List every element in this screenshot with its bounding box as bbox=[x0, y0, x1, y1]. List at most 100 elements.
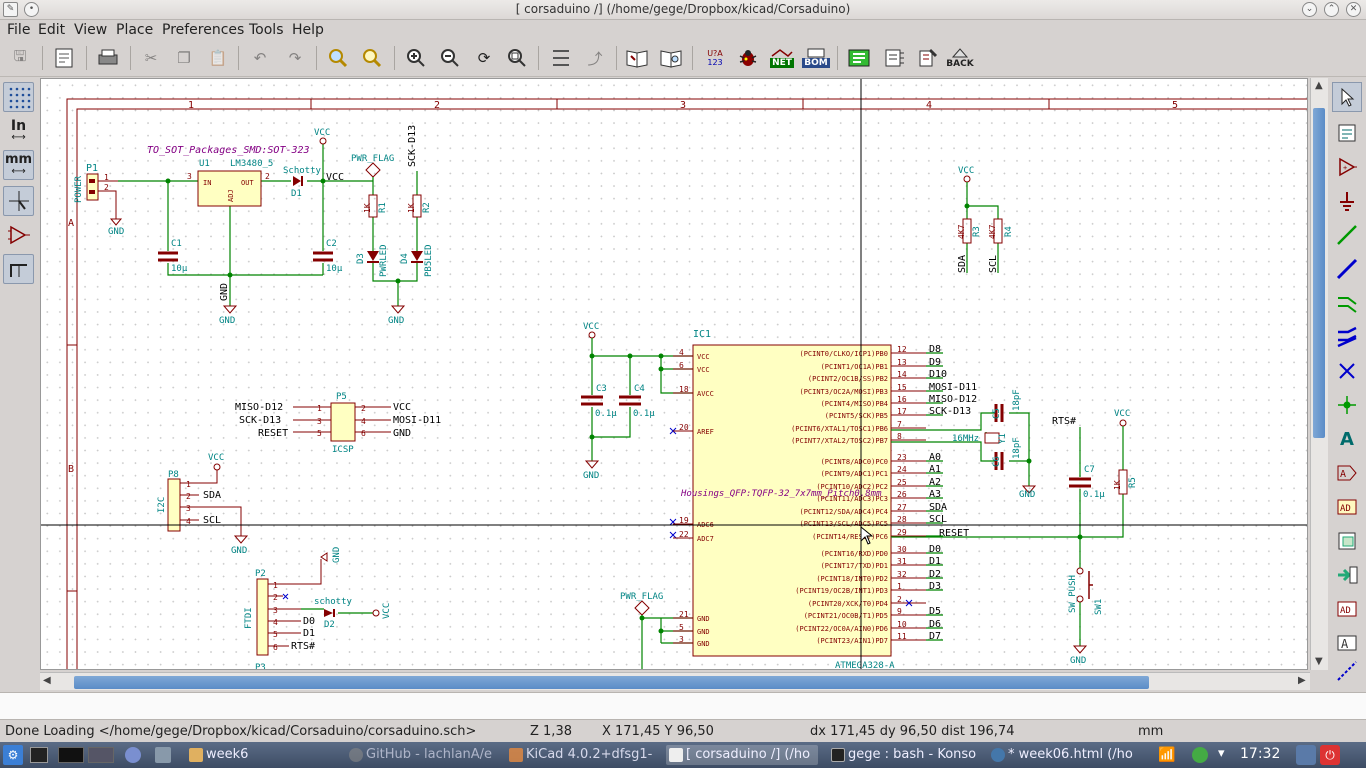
place-bus-icon[interactable] bbox=[1332, 254, 1362, 284]
cut-icon[interactable]: ✂ bbox=[144, 49, 158, 67]
vertical-scroll-thumb[interactable] bbox=[1313, 108, 1325, 438]
regulator-pin-adj: ADJ bbox=[227, 189, 235, 202]
wire-bus-entry-icon[interactable] bbox=[1332, 288, 1362, 318]
redo-icon[interactable]: ↷ bbox=[288, 49, 302, 67]
maximize-icon[interactable]: ⌃ bbox=[1324, 2, 1339, 17]
menu-preferences[interactable]: Preferences bbox=[162, 22, 245, 38]
pcbnew-icon[interactable] bbox=[880, 44, 908, 72]
no-connect-icon[interactable] bbox=[1332, 356, 1362, 386]
schematic-canvas[interactable]: 1 2 3 4 5 A B TO_SOT_Packages_SMD:SOT-32… bbox=[40, 78, 1308, 670]
mcu-pin-name: (PCINT22/OC0A/AIN0)PD6 bbox=[795, 625, 888, 633]
hierarchy-icon[interactable] bbox=[547, 44, 575, 72]
scroll-left-icon[interactable]: ◀ bbox=[43, 675, 51, 686]
place-hier-label-icon[interactable]: AD bbox=[1332, 492, 1362, 522]
scroll-down-icon[interactable]: ▼ bbox=[1315, 656, 1323, 667]
bus-bus-entry-icon[interactable] bbox=[1332, 322, 1362, 352]
lock-screen-icon[interactable] bbox=[1296, 745, 1316, 765]
place-junction-icon[interactable] bbox=[1332, 390, 1362, 420]
menu-file[interactable]: File bbox=[7, 22, 31, 38]
netlist-icon[interactable]: NET bbox=[768, 44, 796, 72]
units-mm-button[interactable]: mm⟷ bbox=[3, 150, 34, 180]
place-component-icon[interactable]: + bbox=[1332, 152, 1362, 182]
task-label: KiCad 4.0.2+dfsg1- bbox=[526, 747, 653, 762]
vertical-scrollbar[interactable]: ▲ ▼ bbox=[1310, 78, 1328, 670]
zoom-in-icon[interactable] bbox=[402, 44, 430, 72]
grid-toggle-icon[interactable] bbox=[3, 82, 34, 112]
mcu-pin-number: 3 bbox=[679, 635, 684, 644]
task-corsaduino[interactable]: [ corsaduino /] (/ho bbox=[666, 745, 818, 765]
ftdi-net-label: D0 bbox=[303, 616, 315, 627]
place-graphic-line-icon[interactable] bbox=[1332, 656, 1362, 686]
task-kicad[interactable]: KiCad 4.0.2+dfsg1- bbox=[506, 745, 656, 765]
menu-edit[interactable]: Edit bbox=[38, 22, 66, 38]
cursor-shape-icon[interactable] bbox=[3, 186, 34, 216]
clipboard-tray-icon[interactable]: ▾ bbox=[1218, 746, 1225, 761]
window-menu-icon[interactable]: • bbox=[24, 2, 39, 17]
undo-icon[interactable]: ↶ bbox=[253, 49, 267, 67]
erc-icon[interactable] bbox=[734, 44, 762, 72]
horizontal-scrollbar[interactable]: ◀ ▶ bbox=[40, 672, 1310, 690]
leave-sheet-icon[interactable]: ⤴ bbox=[587, 49, 603, 68]
vcc-label: VCC bbox=[583, 322, 599, 332]
desktop-1-icon[interactable] bbox=[58, 747, 84, 763]
task-week06[interactable]: * week06.html (/ho bbox=[988, 745, 1136, 765]
right-tools-toolbar: + A A AD AD A bbox=[1328, 78, 1366, 690]
menu-place[interactable]: Place bbox=[116, 22, 154, 38]
highlight-net-icon[interactable] bbox=[1332, 118, 1362, 148]
place-global-label-icon[interactable]: A bbox=[1332, 458, 1362, 488]
library-browser-icon[interactable] bbox=[657, 44, 685, 72]
zoom-fit-icon[interactable] bbox=[503, 44, 531, 72]
find-icon[interactable] bbox=[324, 44, 352, 72]
horizontal-scroll-thumb[interactable] bbox=[74, 676, 1149, 689]
place-net-label-icon[interactable]: A bbox=[1340, 428, 1354, 450]
update-icon[interactable] bbox=[1192, 747, 1208, 763]
gnd-label: GND bbox=[1019, 490, 1035, 500]
redraw-icon[interactable]: ⟳ bbox=[477, 49, 491, 67]
desktop-2-icon[interactable] bbox=[88, 747, 114, 763]
place-text-icon[interactable]: A bbox=[1332, 628, 1362, 658]
bom-icon[interactable]: BOM bbox=[802, 44, 830, 72]
browser-icon[interactable] bbox=[125, 747, 141, 763]
close-icon[interactable]: ✕ bbox=[1346, 2, 1361, 17]
select-tool-icon[interactable] bbox=[1332, 82, 1362, 112]
wifi-icon[interactable]: 📶 bbox=[1158, 747, 1176, 763]
mcu-pin-number: 14 bbox=[897, 370, 907, 379]
task-week6[interactable]: week6 bbox=[186, 745, 336, 765]
place-wire-icon[interactable] bbox=[1332, 220, 1362, 250]
save-icon[interactable]: 🖫 bbox=[13, 46, 27, 65]
place-sheet-pin-icon[interactable]: AD bbox=[1332, 594, 1362, 624]
page-settings-icon[interactable] bbox=[50, 44, 78, 72]
back-icon[interactable]: BACK bbox=[946, 44, 974, 72]
find-replace-icon[interactable] bbox=[358, 44, 386, 72]
mcu-pin-number: 5 bbox=[679, 623, 684, 632]
power-icon[interactable]: ⏻ bbox=[1320, 745, 1340, 765]
place-hier-sheet-icon[interactable] bbox=[1332, 526, 1362, 556]
import-footprints-icon[interactable] bbox=[914, 44, 942, 72]
task-github[interactable]: GitHub - lachlanA/e bbox=[346, 745, 496, 765]
zoom-out-icon[interactable] bbox=[436, 44, 464, 72]
minimize-icon[interactable]: ⌄ bbox=[1302, 2, 1317, 17]
print-icon[interactable] bbox=[94, 44, 122, 72]
import-sheet-pin-icon[interactable] bbox=[1332, 560, 1362, 590]
terminal-icon[interactable] bbox=[30, 747, 48, 763]
library-editor-icon[interactable] bbox=[623, 44, 651, 72]
menu-view[interactable]: View bbox=[74, 22, 108, 38]
crystal-value: 16MHz bbox=[952, 434, 979, 444]
cvpcb-icon[interactable] bbox=[845, 44, 873, 72]
start-menu-icon[interactable]: ⚙ bbox=[3, 745, 23, 765]
mcu-body bbox=[692, 344, 892, 657]
task-label: [ corsaduino /] (/ho bbox=[686, 747, 811, 762]
scroll-right-icon[interactable]: ▶ bbox=[1298, 675, 1306, 686]
scroll-up-icon[interactable]: ▲ bbox=[1315, 80, 1323, 91]
paste-icon[interactable]: 📋 bbox=[208, 49, 228, 67]
calculator-icon[interactable] bbox=[155, 747, 171, 763]
place-power-icon[interactable] bbox=[1332, 186, 1362, 216]
task-bash[interactable]: gege : bash - Konso bbox=[828, 745, 978, 765]
copy-icon[interactable]: ❐ bbox=[177, 49, 191, 67]
wire-orthogonal-icon[interactable] bbox=[3, 254, 34, 284]
menu-tools[interactable]: Tools bbox=[249, 22, 284, 38]
units-inch-button[interactable]: In⟷ bbox=[10, 118, 27, 143]
menu-help[interactable]: Help bbox=[292, 22, 324, 38]
hidden-pins-icon[interactable] bbox=[3, 220, 34, 250]
